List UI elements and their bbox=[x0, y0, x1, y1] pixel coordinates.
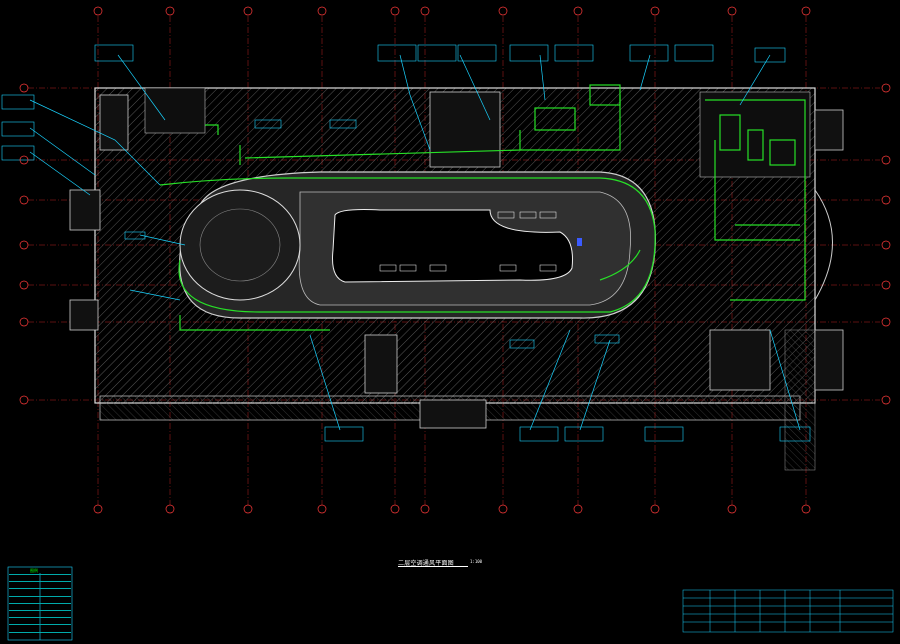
callout-tags bbox=[1, 44, 811, 442]
legend-title: 图例 bbox=[30, 568, 38, 573]
legend-row bbox=[9, 610, 71, 618]
grid-bubble-bottom-④ bbox=[317, 504, 327, 514]
grid-bubble-bottom-③ bbox=[243, 504, 253, 514]
grid-bubble-top-⑥ bbox=[420, 6, 430, 16]
legend-row bbox=[9, 617, 71, 625]
grid-bubble-left-Ⓒ bbox=[19, 195, 29, 205]
grid-bubble-right-Ⓐ bbox=[881, 83, 891, 93]
grid-bubble-bottom-① bbox=[93, 504, 103, 514]
grid-bubble-bottom-⑧ bbox=[573, 504, 583, 514]
grid-bubble-bottom-⑤ bbox=[390, 504, 400, 514]
grid-bubble-bottom-⑩ bbox=[727, 504, 737, 514]
grid-bubble-right-Ⓔ bbox=[881, 280, 891, 290]
drawing-scale: 1:100 bbox=[470, 559, 483, 564]
legend-row bbox=[9, 602, 71, 611]
grid-bubble-right-Ⓓ bbox=[881, 240, 891, 250]
legend-table bbox=[7, 566, 73, 641]
legend-row bbox=[9, 624, 71, 632]
grid-bubble-top-⑩ bbox=[727, 6, 737, 16]
grid-bubble-top-⑦ bbox=[498, 6, 508, 16]
grid-bubble-bottom-⑥ bbox=[420, 504, 430, 514]
grid-bubble-right-Ⓒ bbox=[881, 195, 891, 205]
grid-bubble-top-⑧ bbox=[573, 6, 583, 16]
legend-row bbox=[9, 588, 71, 596]
grid-bubble-bottom-⑦ bbox=[498, 504, 508, 514]
grid-bubble-left-Ⓕ bbox=[19, 317, 29, 327]
grid-bubble-top-③ bbox=[243, 6, 253, 16]
legend-row bbox=[9, 595, 71, 604]
grid-bubble-bottom-⑪ bbox=[801, 504, 811, 514]
grid-bubble-left-Ⓐ bbox=[19, 83, 29, 93]
grid-bubble-right-Ⓖ bbox=[881, 395, 891, 405]
grid-bubble-bottom-⑨ bbox=[650, 504, 660, 514]
grid-bubble-top-⑤ bbox=[390, 6, 400, 16]
legend-row bbox=[9, 581, 71, 589]
grid-bubble-top-⑪ bbox=[801, 6, 811, 16]
hvac-ductwork bbox=[159, 84, 806, 331]
grid-bubble-left-Ⓖ bbox=[19, 395, 29, 405]
callout-leaders bbox=[29, 54, 801, 431]
void-dimension-tags bbox=[379, 211, 557, 272]
drawing-title: 二层空调通风平面图 bbox=[398, 560, 454, 567]
drawing-title-underline bbox=[398, 566, 468, 567]
legend-row bbox=[9, 574, 71, 582]
grid-bubble-bottom-② bbox=[165, 504, 175, 514]
grid-bubble-right-Ⓕ bbox=[881, 317, 891, 327]
grid-bubble-left-Ⓑ bbox=[19, 155, 29, 165]
grid-bubble-top-④ bbox=[317, 6, 327, 16]
equipment-marker bbox=[577, 238, 582, 246]
grid-bubble-top-① bbox=[93, 6, 103, 16]
building-floor-plan bbox=[69, 87, 844, 471]
grid-bubble-left-Ⓓ bbox=[19, 240, 29, 250]
axis-grid-bubbles bbox=[19, 6, 891, 514]
notes-table bbox=[682, 589, 894, 633]
grid-bubble-top-② bbox=[165, 6, 175, 16]
grid-bubble-top-⑨ bbox=[650, 6, 660, 16]
legend-row bbox=[9, 631, 71, 640]
grid-bubble-right-Ⓑ bbox=[881, 155, 891, 165]
grid-bubble-left-Ⓔ bbox=[19, 280, 29, 290]
